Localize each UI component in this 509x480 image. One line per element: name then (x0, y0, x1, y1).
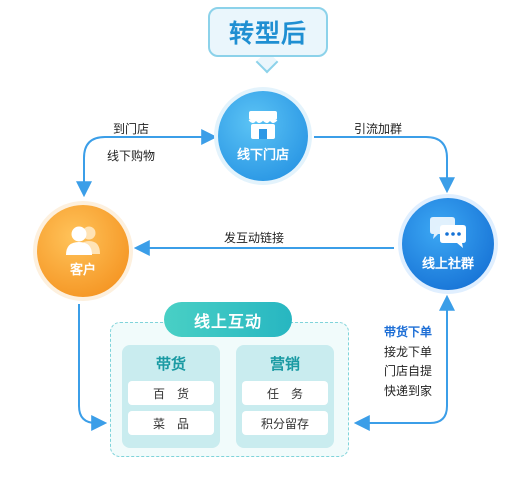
edge-label-to-store: 到门店 (113, 122, 150, 136)
right-list-item: 门店自提 (384, 364, 433, 378)
arrow-customer-store (76, 129, 218, 198)
edge-label-send-link: 发互动链接 (224, 231, 285, 245)
online-interaction-title: 线上互动 (164, 302, 292, 337)
column-sales: 带货 百 货 菜 品 (122, 345, 220, 448)
edge-label-join-group: 引流加群 (354, 122, 403, 136)
column-marketing: 营销 任 务 积分留存 (236, 345, 334, 448)
node-customer-label: 客户 (69, 262, 96, 278)
column-sales-title: 带货 (155, 354, 186, 373)
node-customer: 客户 (37, 205, 129, 297)
chat-bubbles-icon (430, 216, 466, 248)
right-list-item: 接龙下单 (384, 344, 433, 359)
right-list-item: 快递到家 (384, 383, 433, 398)
column-marketing-title: 营销 (269, 354, 300, 373)
column-marketing-item: 任 务 (242, 381, 328, 405)
right-list-highlight: 带货下单 (384, 325, 433, 339)
storefront-icon (248, 110, 278, 139)
column-sales-item: 百 货 (128, 381, 214, 405)
node-store: 线下门店 (218, 91, 308, 181)
node-group: 线上社群 (402, 198, 494, 290)
node-group-label: 线上社群 (421, 256, 474, 272)
node-store-label: 线下门店 (236, 147, 289, 163)
column-sales-item: 菜 品 (128, 411, 214, 435)
arrow-group-online (353, 294, 455, 431)
arrow-store-group (314, 136, 455, 194)
column-marketing-item: 积分留存 (242, 411, 328, 435)
arrow-customer-online (78, 304, 108, 431)
page-title: 转型后 (208, 7, 328, 57)
edge-label-offline-shopping: 线下购物 (107, 149, 156, 163)
right-list: 带货下单 接龙下单 门店自提 快递到家 (384, 323, 432, 401)
users-icon (66, 226, 100, 255)
